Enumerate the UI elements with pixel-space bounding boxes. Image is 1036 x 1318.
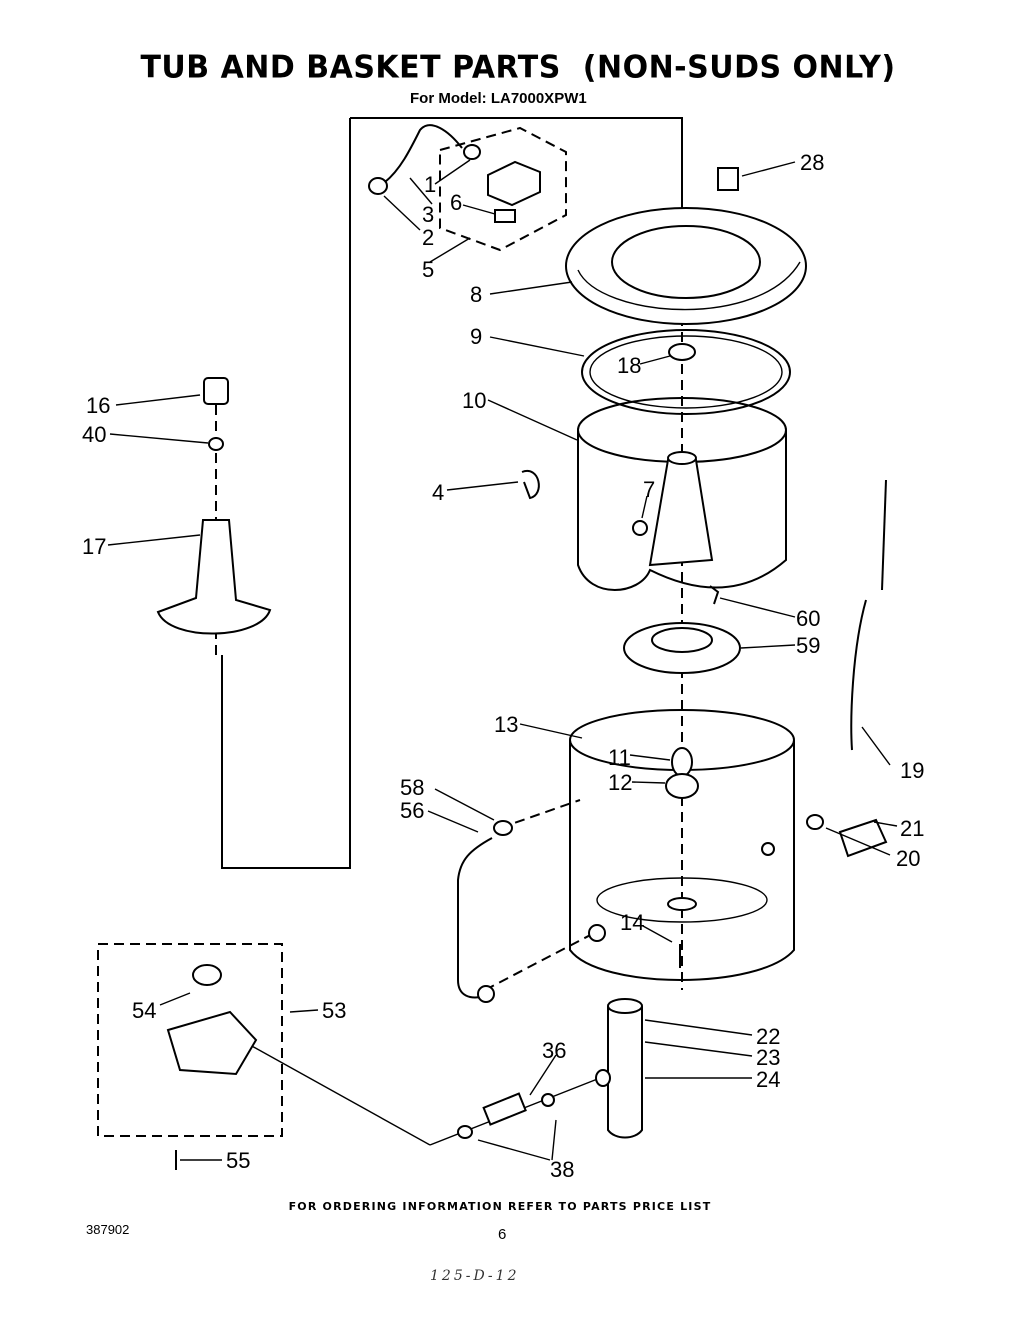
title-note: (NON-SUDS ONLY) [582, 49, 896, 86]
fin-ring [623, 585, 741, 674]
gasket [581, 329, 791, 415]
part-label: 59 [796, 633, 820, 658]
part-label: 19 [900, 758, 924, 783]
pressure-hose [806, 479, 888, 858]
part-label: 60 [796, 606, 820, 631]
part-labels: 1 2 3 4 5 6 7 8 9 10 11 12 13 14 16 17 1… [82, 150, 924, 1182]
page-number: 6 [498, 1226, 507, 1243]
part-label: 22 [756, 1024, 780, 1049]
handwritten-note: 125-D-12 [430, 1268, 520, 1284]
model-subtitle: For Model: LA7000XPW1 [410, 90, 587, 107]
part-label: 36 [542, 1038, 566, 1063]
part-label: 55 [226, 1148, 250, 1173]
catalog-code: 387902 [86, 1222, 130, 1237]
tub-ring [565, 167, 807, 325]
part-label: 54 [132, 998, 156, 1023]
part-label: 7 [643, 477, 655, 502]
leader-lines [107, 159, 898, 1161]
title-main: TUB AND BASKET PARTS [140, 49, 561, 86]
basket [577, 397, 787, 591]
part-label: 23 [756, 1045, 780, 1070]
part-label: 8 [470, 282, 482, 307]
drain-pipe [457, 998, 643, 1139]
part-label: 13 [494, 712, 518, 737]
part-label: 53 [322, 998, 346, 1023]
part-label: 56 [400, 798, 424, 823]
part-label: 5 [422, 257, 434, 282]
part-label: 11 [608, 745, 631, 770]
page-title: TUB AND BASKET PARTS (NON-SUDS ONLY) [0, 49, 1036, 86]
part-label: 16 [86, 393, 110, 418]
part-label: 3 [422, 202, 434, 227]
part-label: 38 [550, 1157, 574, 1182]
part-label: 20 [896, 846, 920, 871]
part-label: 9 [470, 324, 482, 349]
part-label: 6 [450, 190, 462, 215]
pump-assembly [97, 943, 283, 1170]
part-label: 10 [462, 388, 486, 413]
part-label: 2 [422, 225, 434, 250]
part-label: 17 [82, 534, 106, 559]
outer-tub [569, 709, 795, 981]
part-label: 14 [620, 910, 644, 935]
inlet-assembly [368, 124, 567, 252]
drain-hose [457, 820, 513, 1003]
part-label: 12 [608, 770, 632, 795]
clip-part [521, 469, 540, 500]
part-label: 24 [756, 1067, 780, 1092]
part-label: 28 [800, 150, 824, 175]
part-label: 18 [617, 353, 641, 378]
agitator [156, 377, 272, 635]
ordering-note: FOR ORDERING INFORMATION REFER TO PARTS … [288, 1200, 712, 1213]
part-label: 40 [82, 422, 106, 447]
part-label: 58 [400, 775, 424, 800]
part-label: 21 [900, 816, 924, 841]
part-label: 4 [432, 480, 444, 505]
part-label: 1 [424, 172, 436, 197]
